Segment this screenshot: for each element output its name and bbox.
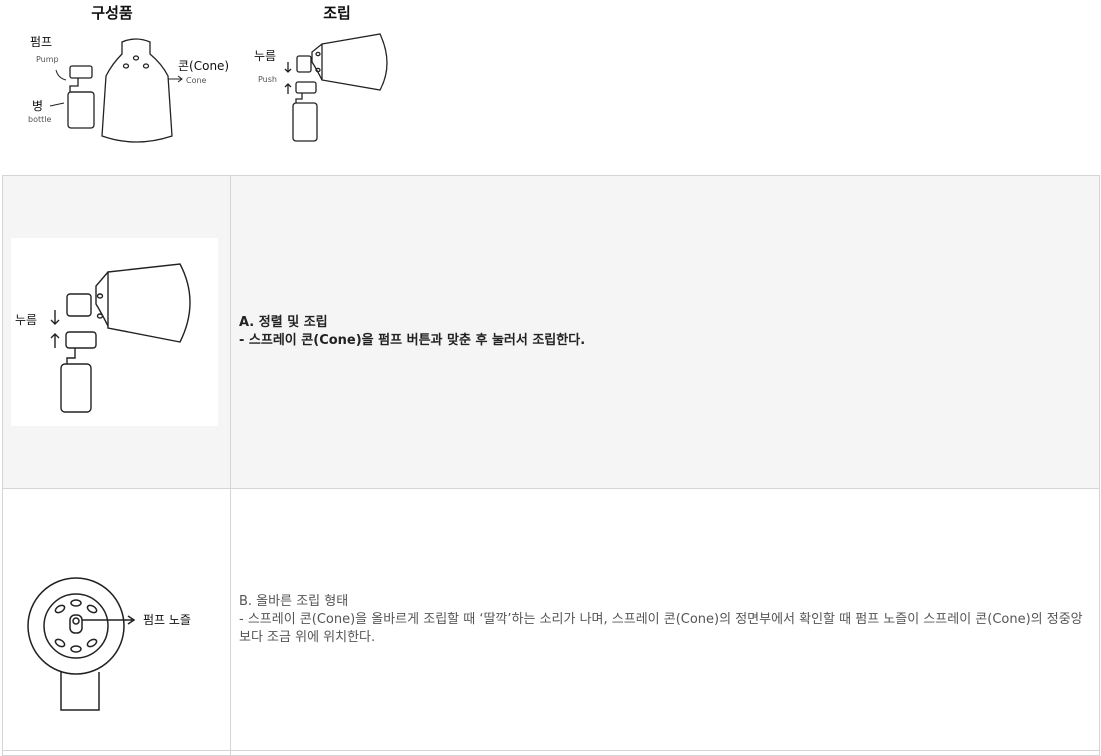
up-arrow-icon <box>50 333 60 348</box>
step-b-text-cell: B. 올바른 조립 형태 - 스프레이 콘(Cone)을 올바르게 조립할 때 … <box>230 488 1100 751</box>
bottle-label: 병 <box>32 99 43 113</box>
vent-hole <box>54 638 66 647</box>
step-row-a: 누름 A. 정렬 및 조립 <box>2 175 1100 489</box>
pump-nozzle <box>69 613 83 634</box>
cone-hole <box>96 293 104 299</box>
top-illustration: 구성품 조립 펌프 Pump 병 bottle 콘(Cone) Cone 누름 … <box>0 0 1101 175</box>
pump-arrow <box>55 69 67 81</box>
bottle-arrow <box>49 102 65 107</box>
cone-label: 콘(Cone) <box>178 59 229 73</box>
pump-stem <box>66 348 76 364</box>
step-row-b: 펌프 노즐 B. 올바른 조립 형태 - 스프레이 콘(Cone)을 올바르게 … <box>2 488 1100 751</box>
step-a-description: - 스프레이 콘(Cone)을 펌프 버튼과 맞춘 후 눌러서 조립한다. <box>239 333 586 348</box>
step-a-title: A. 정렬 및 조립 <box>239 315 328 330</box>
step-b-figure: 펌프 노즐 <box>11 505 221 735</box>
down-arrow-icon <box>50 310 60 325</box>
pump-label: 펌프 <box>30 35 52 49</box>
bottle-label-en: bottle <box>28 115 51 124</box>
cone-arrow <box>168 75 183 83</box>
pump-bottle-drawing <box>67 65 95 129</box>
cone-hole <box>96 313 104 319</box>
step-b-nozzle-label: 펌프 노즐 <box>143 613 191 627</box>
alignment-assembly-illustration: 누름 <box>15 263 191 413</box>
step-b-title: B. 올바른 조립 형태 <box>239 593 349 609</box>
press-label: 누름 <box>254 49 276 63</box>
step-a-figure: 누름 <box>11 238 218 426</box>
vent-hole <box>54 604 66 613</box>
press-label-en: Push <box>258 75 277 84</box>
bottle-below <box>60 671 100 711</box>
empty-cell <box>2 750 231 756</box>
step-a-press-label: 누름 <box>15 313 37 327</box>
assembly-title: 조립 <box>323 4 351 22</box>
pump-label-en: Pump <box>36 55 59 64</box>
pump-button <box>65 331 97 349</box>
correct-assembly-front-view: 펌프 노즐 <box>27 576 191 711</box>
components-title: 구성품 <box>91 4 133 22</box>
arrow-right-icon <box>82 614 136 625</box>
cone-label-en: Cone <box>186 76 207 85</box>
step-a-image-cell: 누름 <box>2 175 231 489</box>
cone-front-inner <box>43 592 109 659</box>
cone-drawing <box>101 38 173 143</box>
vent-hole <box>70 644 82 653</box>
cone-body <box>107 263 191 343</box>
step-b-description: - 스프레이 콘(Cone)을 올바르게 조립할 때 ‘딸깍’하는 소리가 나며… <box>239 611 1083 645</box>
empty-cell <box>230 750 1100 756</box>
vent-hole <box>70 598 82 607</box>
step-b-image-cell: 펌프 노즐 <box>2 488 231 751</box>
pump-head <box>66 293 92 317</box>
components-and-assembly-figure: 구성품 조립 펌프 Pump 병 bottle 콘(Cone) Cone 누름 … <box>28 4 388 143</box>
bottle <box>60 363 92 413</box>
step-row-c <box>2 750 1100 756</box>
cone-front-outer <box>27 576 125 675</box>
cone-neck <box>95 271 109 327</box>
vent-hole <box>86 604 98 613</box>
nozzle-tip <box>72 616 80 625</box>
assembly-steps-table: 누름 A. 정렬 및 조립 <box>2 175 1100 756</box>
step-a-text-cell: A. 정렬 및 조립 - 스프레이 콘(Cone)을 펌프 버튼과 맞춘 후 눌… <box>230 175 1100 489</box>
vent-hole <box>86 638 98 647</box>
assembly-drawing <box>284 33 388 142</box>
